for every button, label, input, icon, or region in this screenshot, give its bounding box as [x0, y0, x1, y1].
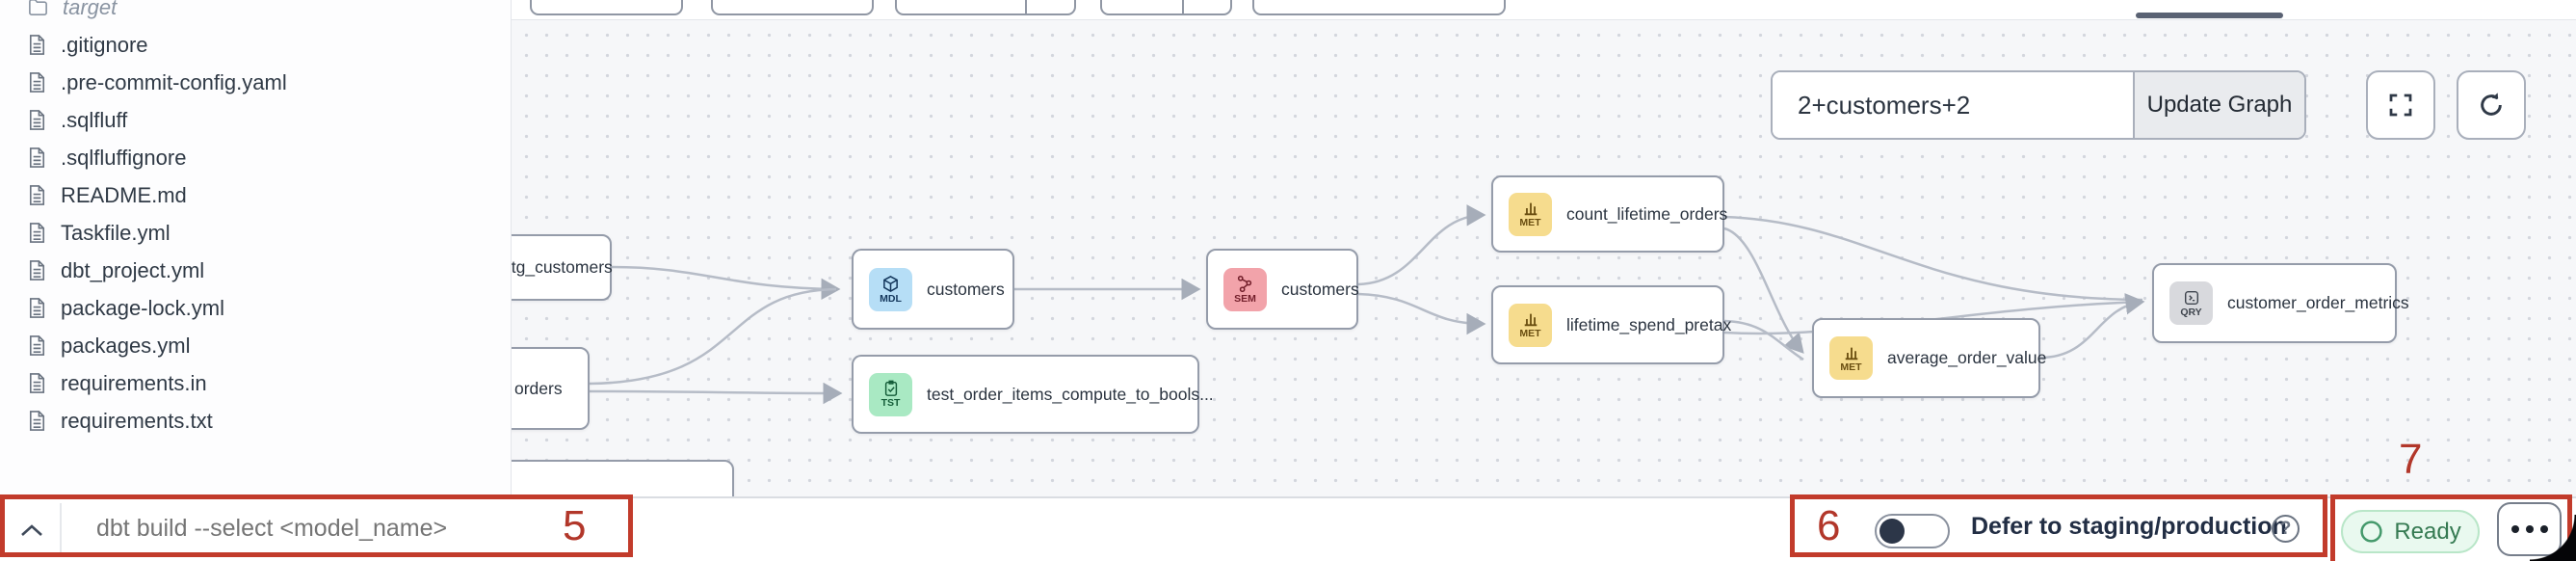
file-tree-item[interactable]: requirements.in [0, 364, 511, 402]
test-icon: TST [869, 372, 912, 416]
toolbar-button-3[interactable] [895, 0, 1076, 15]
help-icon[interactable]: ? [2272, 515, 2300, 543]
file-tree-item[interactable]: package-lock.yml [0, 289, 511, 327]
metric-icon: MET [1509, 303, 1552, 347]
file-tree-item[interactable]: .sqlfluffignore [0, 139, 511, 176]
folder-icon [29, 0, 47, 15]
file-icon [29, 147, 45, 168]
fullscreen-icon [2389, 94, 2412, 117]
file-icon [29, 411, 45, 431]
defer-toggle-label: Defer to staging/production [1971, 513, 2287, 540]
file-icon [29, 260, 45, 280]
divider [60, 503, 62, 556]
defer-toggle[interactable] [1875, 514, 1950, 548]
graph-node-test-order-items[interactable]: TST test_order_items_compute_to_bools... [852, 355, 1214, 434]
toggle-knob [1879, 519, 1905, 544]
file-icon [29, 110, 45, 130]
node-label: lifetime_spend_pretax [1566, 314, 1732, 334]
chevron-up-icon [21, 523, 42, 536]
file-tree-item[interactable]: requirements.txt [0, 402, 511, 440]
refresh-button[interactable] [2457, 70, 2526, 140]
graph-node-customers-model[interactable]: MDL customers [852, 249, 1014, 330]
graph-node-average-order-value[interactable]: MET average_order_value [1812, 318, 2046, 398]
node-label: average_order_value [1887, 348, 2047, 367]
model-icon: MDL [869, 267, 912, 311]
metric-icon: MET [1509, 192, 1552, 236]
lineage-selector-group: Update Graph [1771, 70, 2306, 140]
toolbar-button-4[interactable] [1100, 0, 1232, 15]
file-icon [29, 335, 45, 356]
file-tree-item[interactable]: README.md [0, 176, 511, 214]
file-icon [29, 35, 45, 55]
top-toolbar-strip [511, 0, 2576, 20]
status-ring-icon [2360, 521, 2382, 543]
file-tree-item[interactable]: dbt_project.yml [0, 252, 511, 289]
refresh-icon [2481, 93, 2502, 116]
metric-icon: MET [1829, 336, 1873, 380]
collapse-command-bar-button[interactable] [10, 498, 54, 561]
file-tree-item[interactable]: Taskfile.yml [0, 214, 511, 252]
node-label: customers [1281, 279, 1359, 299]
node-label: count_lifetime_orders [1566, 203, 1728, 224]
active-tab-indicator [2136, 13, 2283, 18]
file-tree-item[interactable]: .sqlfluff [0, 101, 511, 139]
file-icon [29, 223, 45, 243]
node-label: orders [514, 378, 563, 398]
status-badge[interactable]: Ready [2341, 510, 2480, 553]
fullscreen-button[interactable] [2366, 70, 2435, 140]
lineage-selector-input[interactable] [1773, 72, 2133, 138]
graph-node-customer-order-metrics[interactable]: QRY customer_order_metrics [2152, 263, 2409, 343]
file-tree-item[interactable]: .pre-commit-config.yaml [0, 64, 511, 101]
graph-node-count-lifetime-orders[interactable]: MET count_lifetime_orders [1491, 175, 1728, 253]
dbt-command-input[interactable] [83, 498, 611, 559]
file-icon [29, 373, 45, 393]
graph-node-customers-semantic[interactable]: SEM customers [1206, 249, 1359, 330]
node-label: customer_order_metrics [2227, 293, 2409, 312]
file-icon [29, 72, 45, 93]
query-icon: QRY [2169, 281, 2213, 325]
file-icon [29, 185, 45, 205]
node-label: test_order_items_compute_to_bools... [927, 384, 1214, 404]
toolbar-button-1[interactable] [530, 0, 683, 15]
command-bar [0, 496, 2576, 561]
toolbar-button-2[interactable] [711, 0, 874, 15]
update-graph-button[interactable]: Update Graph [2133, 72, 2304, 138]
node-label: stg_customers [503, 257, 613, 277]
semantic-icon: SEM [1223, 267, 1267, 311]
file-tree-item[interactable]: packages.yml [0, 327, 511, 364]
graph-node-lifetime-spend-pretax[interactable]: MET lifetime_spend_pretax [1491, 285, 1731, 364]
file-explorer: target .gitignore .pre-commit-config.yam… [0, 0, 512, 496]
file-icon [29, 298, 45, 318]
file-tree-item-target[interactable]: target [0, 0, 511, 26]
screen-corner [2530, 515, 2576, 561]
toolbar-button-5[interactable] [1252, 0, 1506, 15]
node-label: customers [927, 279, 1005, 299]
ellipsis-icon [2510, 525, 2519, 533]
file-tree-item[interactable]: .gitignore [0, 26, 511, 64]
